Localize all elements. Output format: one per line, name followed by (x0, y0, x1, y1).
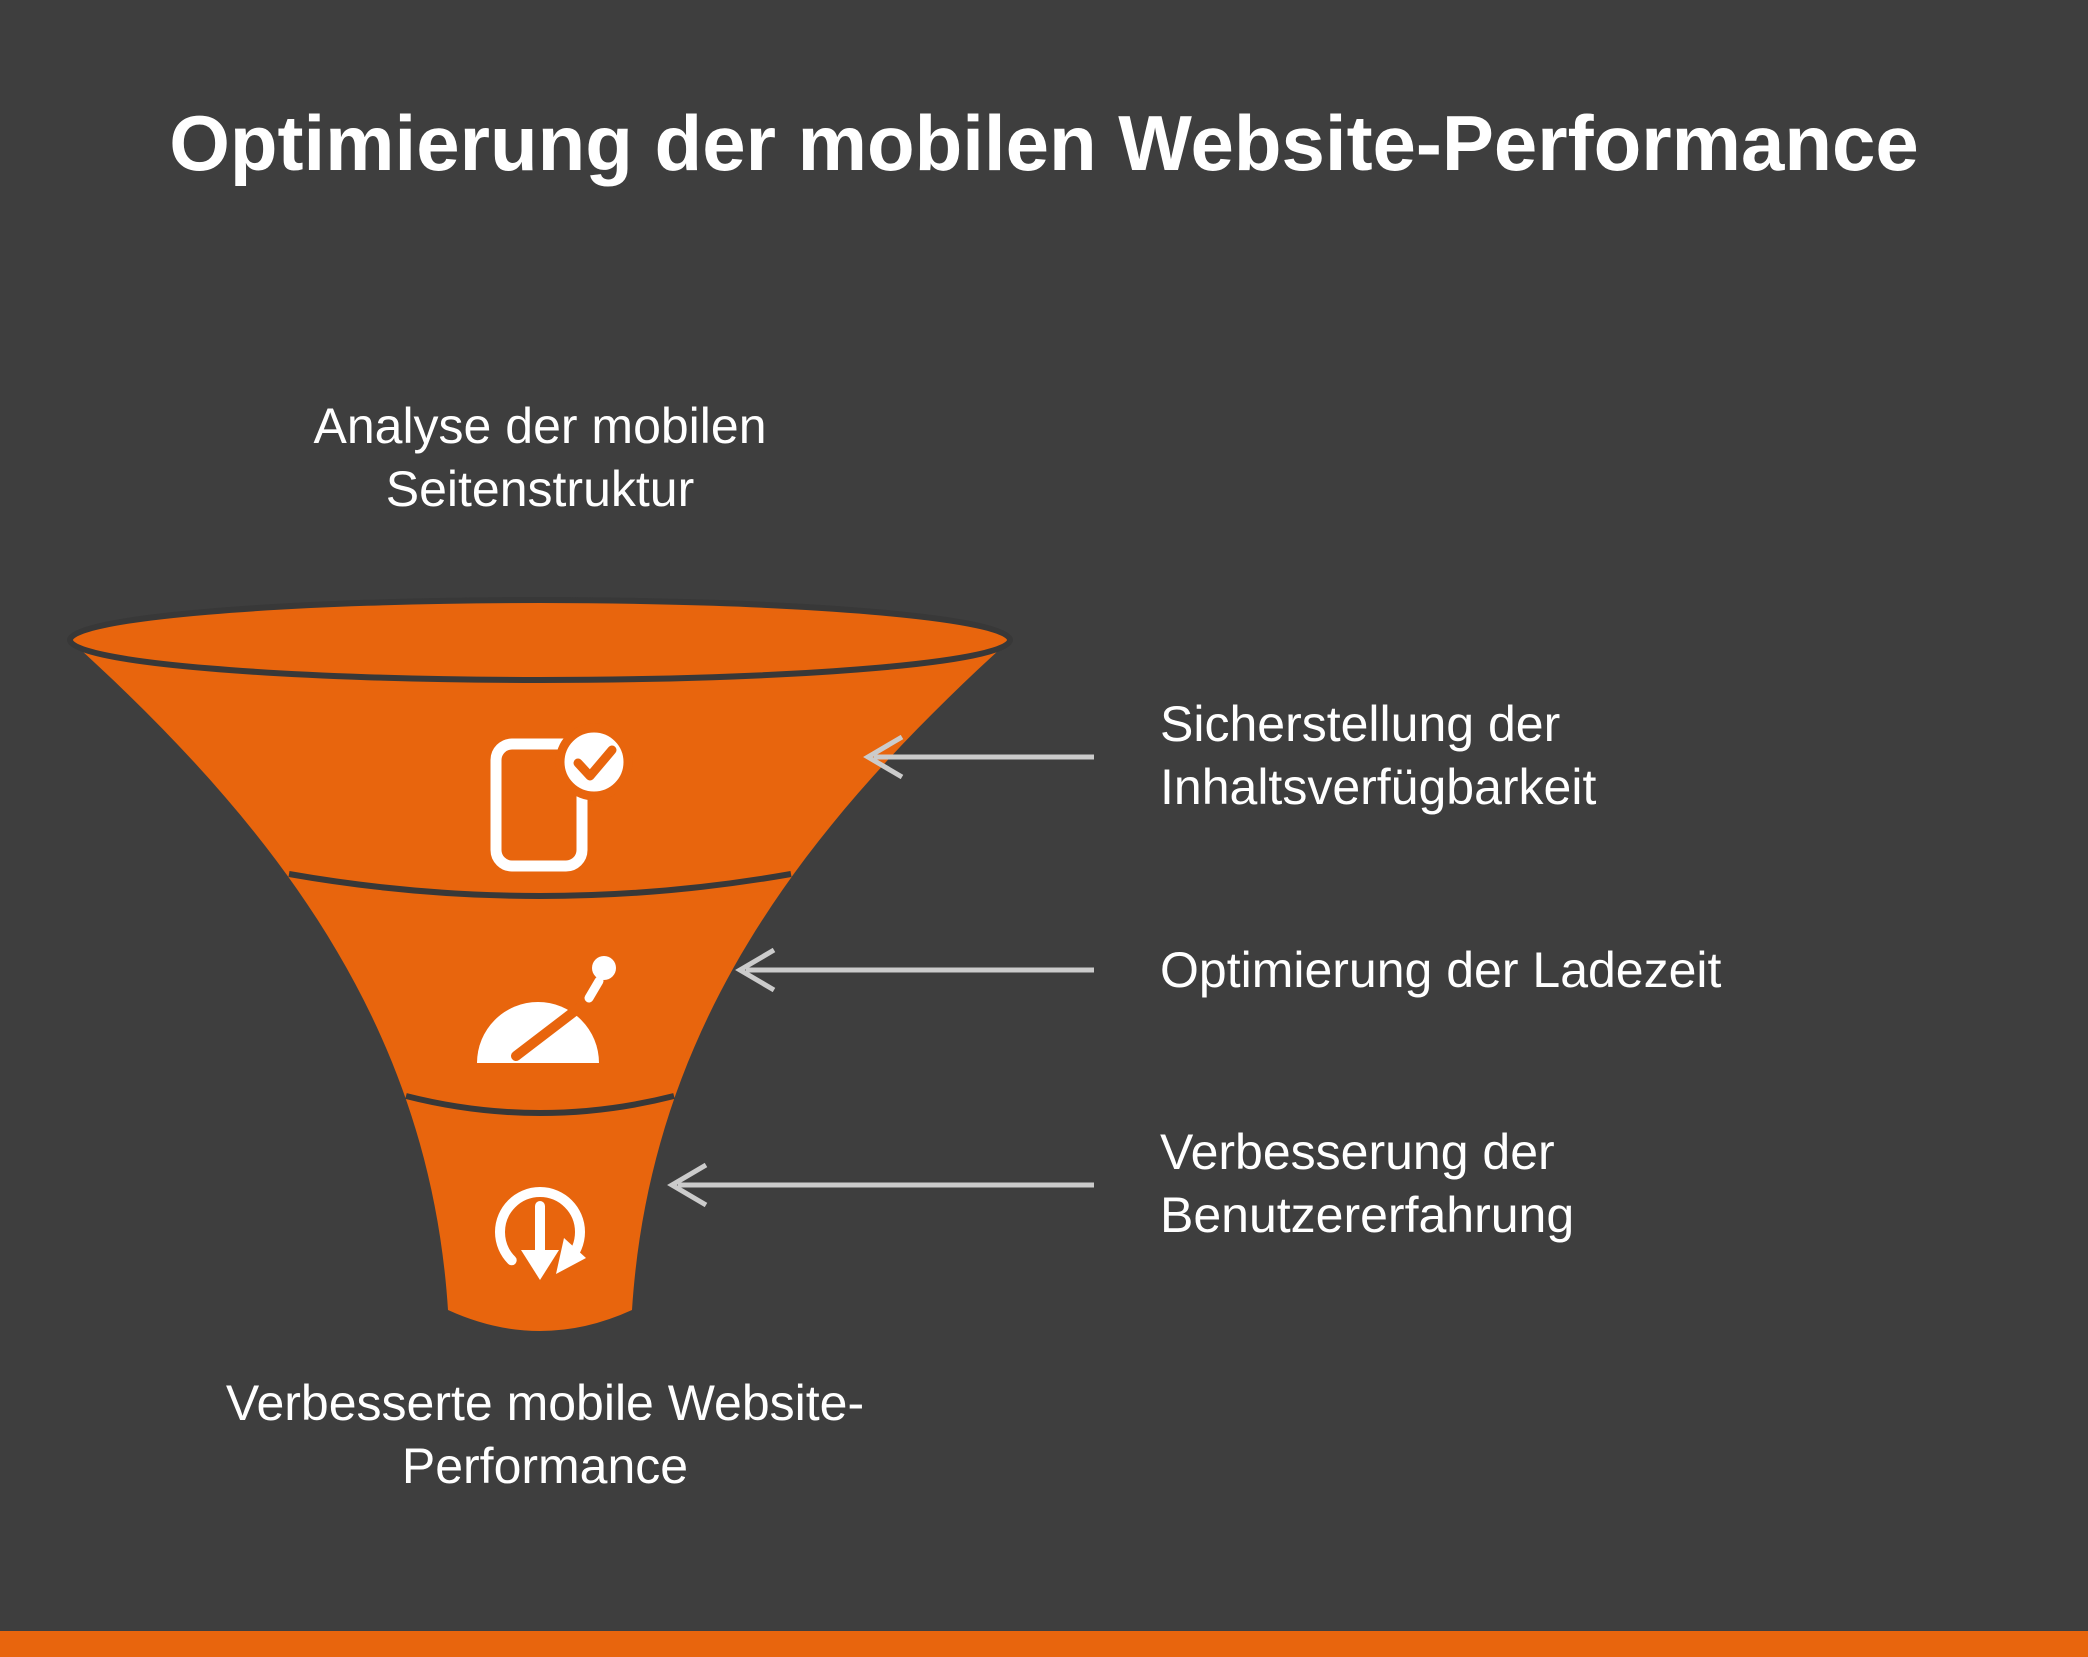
funnel-divider-2 (405, 1093, 675, 1116)
funnel-body (70, 640, 1010, 1331)
funnel-input-label: Analyse der mobilen Seitenstruktur (313, 398, 767, 517)
page-title: Optimierung der mobilen Website-Performa… (169, 99, 1919, 187)
stage-label-content-availability: Sicherstellung der Inhaltsverfügbarkeit (1160, 696, 1597, 815)
arrow-stage-2 (735, 947, 1094, 993)
stage-label-user-experience: Verbesserung der Benutzererfahrung (1160, 1124, 1575, 1243)
funnel-rim-ellipse (67, 597, 1013, 683)
funnel-output-label: Verbesserte mobile Website- Performance (225, 1375, 865, 1494)
arrow-stage-1 (863, 734, 1094, 780)
tap-click-icon (495, 1187, 586, 1280)
funnel-divider-1 (288, 871, 792, 899)
stage-label-load-time: Optimierung der Ladezeit (1160, 942, 1722, 998)
speedometer-icon (477, 956, 616, 1063)
phone-check-icon (490, 723, 633, 872)
footer-accent-bar (0, 1631, 2088, 1657)
arrow-stage-3 (667, 1162, 1094, 1208)
